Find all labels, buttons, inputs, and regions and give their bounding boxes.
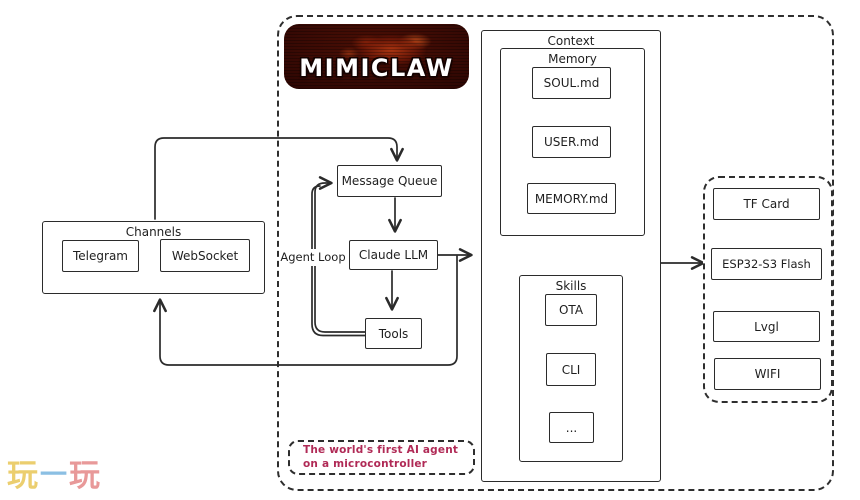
node-ota: OTA — [545, 294, 597, 326]
node-wifi: WIFI — [714, 358, 821, 390]
context-title: Context — [547, 34, 595, 48]
node-more-skills: ... — [549, 412, 594, 443]
node-message-queue: Message Queue — [337, 165, 442, 197]
edge-channels-to-message-queue — [154, 137, 404, 220]
node-telegram: Telegram — [62, 240, 139, 272]
node-claude-llm: Claude LLM — [349, 240, 438, 270]
node-tools: Tools — [365, 318, 422, 349]
watermark-char-2: 一 — [40, 460, 68, 491]
mimiclaw-system-boundary — [277, 15, 834, 491]
tagline-line-1: The world's first AI agent — [303, 444, 459, 456]
skills-title: Skills — [555, 279, 587, 293]
node-cli: CLI — [546, 353, 596, 386]
memory-title: Memory — [548, 52, 597, 66]
edge-claude-to-channels-response — [153, 255, 458, 366]
node-memory-md: MEMORY.md — [527, 183, 616, 214]
watermark-char-3: 玩 — [69, 458, 101, 494]
tagline-line-2: on a microcontroller — [303, 457, 428, 470]
mimiclaw-logo: MIMICLAW — [284, 24, 469, 89]
agent-loop-label: Agent Loop — [280, 249, 346, 266]
edge-tools-loop-second-stroke — [311, 185, 366, 337]
node-soul-md: SOUL.md — [532, 67, 611, 99]
node-websocket: WebSocket — [160, 239, 250, 272]
node-tf-card: TF Card — [713, 188, 820, 220]
node-esp32-s3-flash: ESP32-S3 Flash — [711, 248, 822, 280]
tagline-callout: The world's first AI agent on a microcon… — [288, 440, 475, 475]
watermark-char-1: 玩 — [7, 458, 39, 494]
watermark: 玩 一 玩 — [7, 450, 101, 495]
channels-title: Channels — [125, 225, 182, 239]
logo-wordmark: MIMICLAW — [299, 54, 454, 82]
node-lvgl: Lvgl — [713, 311, 820, 342]
node-user-md: USER.md — [532, 126, 611, 158]
